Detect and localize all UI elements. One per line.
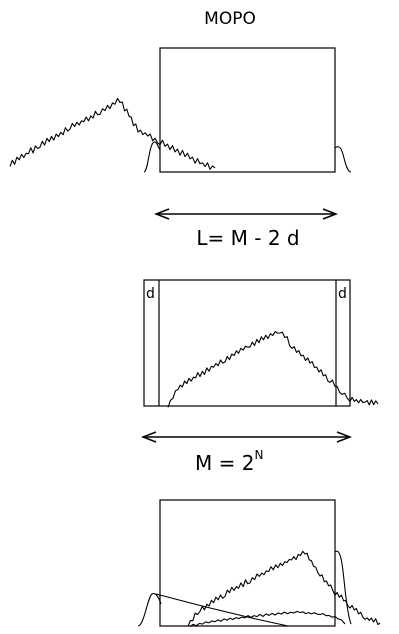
pad-label-right: d: [338, 286, 347, 302]
panel-3: [137, 499, 381, 627]
size-equation: M = 2N: [195, 448, 263, 475]
signal-curve: [187, 550, 381, 627]
pad-label-left: d: [146, 286, 155, 302]
edge-lobe-right: [334, 550, 352, 625]
diagram-title: MOPO: [204, 9, 256, 29]
window-frame: [159, 499, 336, 627]
signal-curve: [167, 331, 379, 408]
decay-ramp: [155, 593, 289, 627]
signal-curve: [9, 97, 216, 170]
low-hump: [189, 610, 346, 627]
panel-2: d d M = 2N: [143, 279, 379, 475]
size-equation-base: M = 2: [195, 451, 254, 475]
size-equation-exponent: N: [254, 448, 263, 462]
window-frame: [159, 47, 336, 173]
padded-window-frame: [143, 279, 351, 407]
edge-lobe-right: [334, 146, 352, 173]
edge-lobe-left: [143, 141, 161, 173]
panel-1: L= M - 2 d: [9, 47, 352, 250]
length-equation: L= M - 2 d: [196, 226, 299, 250]
edge-lobe-left: [137, 593, 162, 627]
